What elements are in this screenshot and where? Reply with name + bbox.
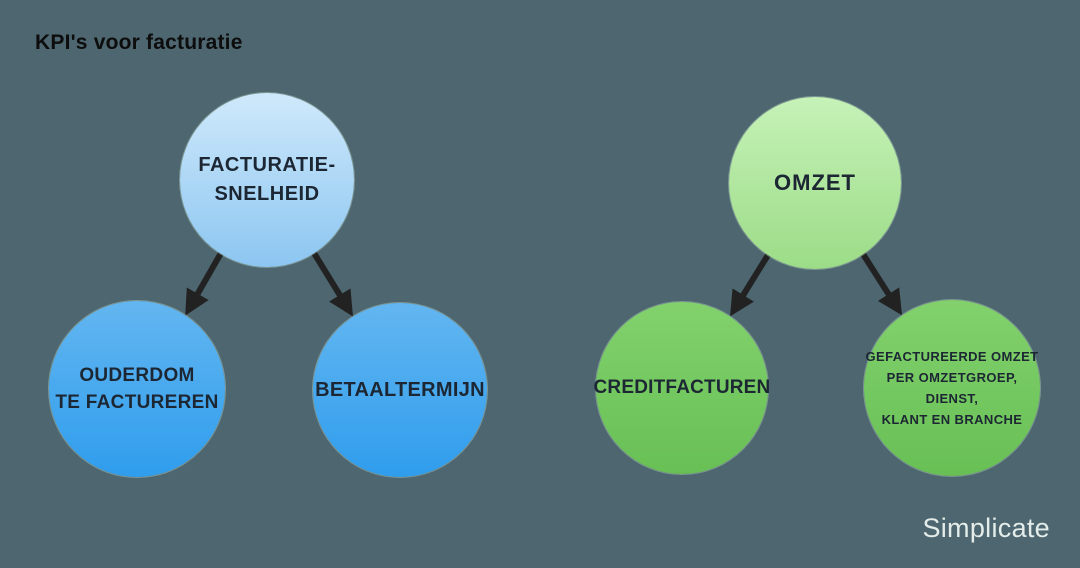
- node-facturatie-snelheid-label: FACTURATIE- SNELHEID: [198, 154, 336, 205]
- arrow-omzet-to-creditfacturen: [730, 253, 771, 317]
- node-ouderdom-te-factureren: OUDERDOM TE FACTUREREN: [49, 301, 225, 477]
- arrow-facturatie-to-ouderdom: [185, 251, 224, 316]
- node-gefactureerde-omzet-label: GEFACTUREERDE OMZET PER OMZETGROEP, DIEN…: [865, 349, 1039, 427]
- page-title: KPI's voor facturatie: [35, 31, 243, 54]
- node-omzet: OMZET: [729, 97, 901, 269]
- simplicate-logo: Simplicate: [922, 513, 1050, 543]
- node-gefactureerde-omzet: GEFACTUREERDE OMZET PER OMZETGROEP, DIEN…: [864, 300, 1040, 476]
- arrow-facturatie-to-betaaltermijn: [311, 251, 353, 317]
- node-creditfacturen: CREDITFACTUREN: [593, 302, 771, 474]
- node-facturatie-snelheid: FACTURATIE- SNELHEID: [180, 93, 354, 267]
- arrow-omzet-to-gefactureerde-omzet: [860, 252, 903, 316]
- node-creditfacturen-label: CREDITFACTUREN: [593, 377, 771, 398]
- node-betaaltermijn: BETAALTERMIJN: [313, 303, 487, 477]
- node-ouderdom-te-factureren-label: OUDERDOM TE FACTUREREN: [55, 365, 219, 413]
- node-omzet-label: OMZET: [774, 170, 856, 195]
- node-betaaltermijn-label: BETAALTERMIJN: [315, 378, 485, 401]
